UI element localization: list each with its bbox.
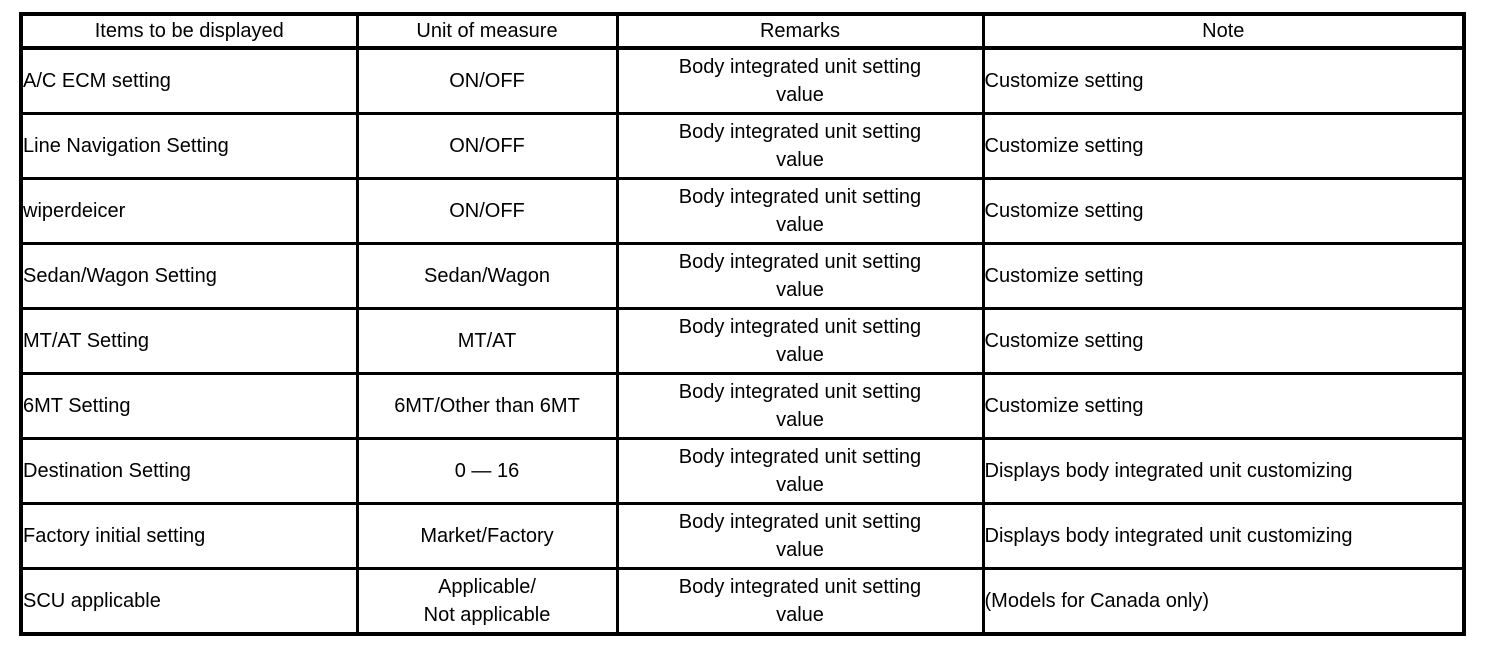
cell-note: (Models for Canada only)	[981, 567, 1466, 636]
cell-note: Customize setting	[981, 46, 1466, 115]
header-row: Items to be displayed Unit of measure Re…	[19, 12, 1466, 50]
table-row: MT/AT Setting MT/AT Body integrated unit…	[19, 307, 1466, 375]
cell-item: Destination Setting	[19, 437, 359, 505]
cell-item: Factory initial setting	[19, 502, 359, 570]
cell-unit: ON/OFF	[355, 46, 619, 115]
cell-remarks: Body integrated unit setting value	[615, 242, 985, 310]
cell-unit: MT/AT	[355, 307, 619, 375]
cell-unit: Applicable/ Not applicable	[355, 567, 619, 636]
cell-unit: ON/OFF	[355, 112, 619, 180]
cell-remarks: Body integrated unit setting value	[615, 46, 985, 115]
cell-item: SCU applicable	[19, 567, 359, 636]
cell-remarks: Body integrated unit setting value	[615, 437, 985, 505]
cell-item: Sedan/Wagon Setting	[19, 242, 359, 310]
display-items-table: Items to be displayed Unit of measure Re…	[19, 12, 1466, 636]
cell-item: MT/AT Setting	[19, 307, 359, 375]
table-row: Line Navigation Setting ON/OFF Body inte…	[19, 112, 1466, 180]
cell-note: Customize setting	[981, 307, 1466, 375]
cell-item: A/C ECM setting	[19, 46, 359, 115]
cell-remarks: Body integrated unit setting value	[615, 112, 985, 180]
table-row: wiperdeicer ON/OFF Body integrated unit …	[19, 177, 1466, 245]
cell-remarks: Body integrated unit setting value	[615, 502, 985, 570]
col-header-remarks: Remarks	[615, 12, 985, 50]
col-header-unit: Unit of measure	[355, 12, 619, 50]
table-row: A/C ECM setting ON/OFF Body integrated u…	[19, 46, 1466, 115]
col-header-items: Items to be displayed	[19, 12, 359, 50]
cell-unit: 0 — 16	[355, 437, 619, 505]
cell-note: Customize setting	[981, 177, 1466, 245]
table-row: 6MT Setting 6MT/Other than 6MT Body inte…	[19, 372, 1466, 440]
table-row: Factory initial setting Market/Factory B…	[19, 502, 1466, 570]
cell-remarks: Body integrated unit setting value	[615, 177, 985, 245]
cell-unit: 6MT/Other than 6MT	[355, 372, 619, 440]
cell-item: 6MT Setting	[19, 372, 359, 440]
cell-note: Customize setting	[981, 242, 1466, 310]
cell-note: Customize setting	[981, 112, 1466, 180]
cell-item: Line Navigation Setting	[19, 112, 359, 180]
cell-remarks: Body integrated unit setting value	[615, 372, 985, 440]
col-header-note: Note	[981, 12, 1466, 50]
cell-item: wiperdeicer	[19, 177, 359, 245]
cell-note: Customize setting	[981, 372, 1466, 440]
table-container: Items to be displayed Unit of measure Re…	[19, 12, 1466, 636]
table-header: Items to be displayed Unit of measure Re…	[19, 12, 1466, 50]
table-row: Sedan/Wagon Setting Sedan/Wagon Body int…	[19, 242, 1466, 310]
cell-remarks: Body integrated unit setting value	[615, 567, 985, 636]
cell-note: Displays body integrated unit customizin…	[981, 502, 1466, 570]
cell-note: Displays body integrated unit customizin…	[981, 437, 1466, 505]
cell-remarks: Body integrated unit setting value	[615, 307, 985, 375]
cell-unit: ON/OFF	[355, 177, 619, 245]
table-row: Destination Setting 0 — 16 Body integrat…	[19, 437, 1466, 505]
cell-unit: Sedan/Wagon	[355, 242, 619, 310]
table-body: A/C ECM setting ON/OFF Body integrated u…	[19, 46, 1466, 636]
cell-unit: Market/Factory	[355, 502, 619, 570]
table-row: SCU applicable Applicable/ Not applicabl…	[19, 567, 1466, 636]
